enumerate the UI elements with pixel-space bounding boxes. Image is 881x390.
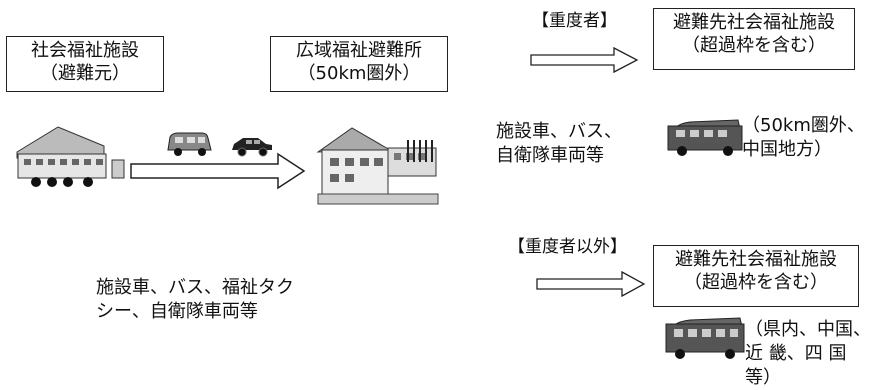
destination-facility-box-other: 避難先社会福祉施設 （超過枠を含む） [653,245,859,307]
destination-facility-other-subtitle: （超過枠を含む） [684,272,828,293]
origin-facility-building-icon [16,126,125,187]
destination-facility-severe-subtitle: （超過枠を含む） [682,35,826,56]
non-severe-category-label: 【重度者以外】 [508,237,627,257]
destination-area-other-text: （県内、中国、 近 畿、四 国 等） [745,318,871,390]
severe-flow-arrow [530,46,639,74]
destination-facility-box-severe: 避難先社会福祉施設 （超過枠を含む） [653,8,855,70]
non-severe-flow-arrow [536,270,646,298]
bus-icon-other [665,317,745,359]
destination-area-severe-text: （50km圏外、 中国地方） [742,114,865,162]
origin-facility-title: 社会福祉施設 [31,40,139,61]
transport-severe-line1: 施設車、バス、 [496,121,622,142]
wide-area-shelter-box: 広域福祉避難所 （50km圏外） [270,36,448,92]
destination-area-other-line1: （県内、中国、 [745,319,871,340]
wide-area-shelter-subtitle: （50km圏外） [297,63,421,84]
bus-icon-severe [667,119,743,156]
transport-severe-text: 施設車、バス、 自衛隊車両等 [496,120,622,168]
destination-area-severe-line1: （50km圏外、 [742,115,865,136]
transport-general-text: 施設車、バス、福祉タク シー、自衛隊車両等 [96,276,294,324]
wide-area-shelter-building-icon [316,127,439,205]
transport-severe-line2: 自衛隊車両等 [496,145,604,166]
van-icon [167,132,212,156]
main-flow-arrow [130,152,306,190]
destination-area-other-line2: 近 畿、四 国 [745,343,847,364]
destination-facility-other-title: 避難先社会福祉施設 [675,249,837,270]
car-icon [232,138,272,157]
wide-area-shelter-title: 広域福祉避難所 [296,40,422,61]
origin-facility-box: 社会福祉施設 （避難元） [6,36,164,92]
destination-area-severe-line2: 中国地方） [742,139,832,160]
origin-facility-subtitle: （避難元） [40,63,130,84]
destination-facility-severe-title: 避難先社会福祉施設 [673,12,835,33]
transport-general-line1: 施設車、バス、福祉タク [96,277,294,298]
transport-general-line2: シー、自衛隊車両等 [96,301,258,322]
destination-area-other-line3: 等） [745,367,781,388]
severe-category-label: 【重度者】 [532,11,617,31]
